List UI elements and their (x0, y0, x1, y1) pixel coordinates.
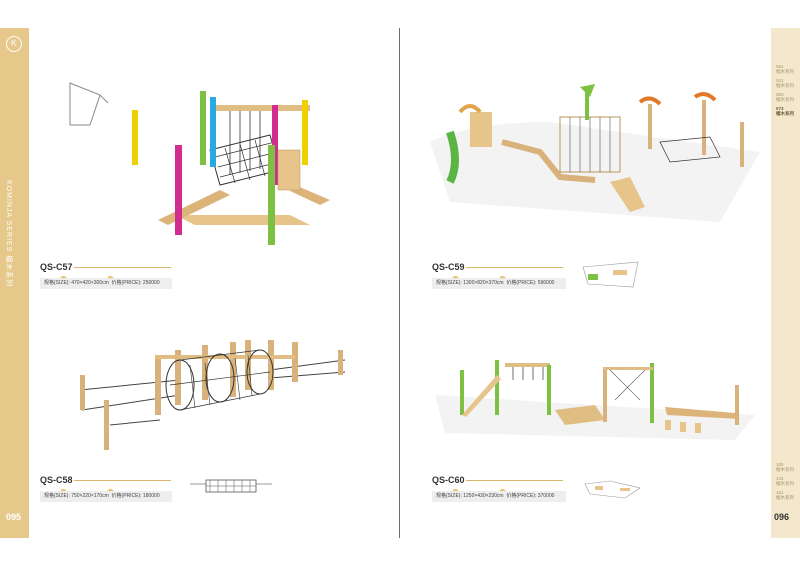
post-green (650, 363, 654, 423)
spec-icons (60, 483, 154, 496)
post-green (495, 360, 499, 415)
thumbnail-qs-c58 (190, 479, 272, 493)
crossbar (603, 367, 653, 370)
fence-panel (277, 149, 301, 191)
palm-top (693, 92, 717, 102)
stepping-stump (680, 422, 686, 432)
series-label: KOMINJA SERIES 榴木系列 (5, 180, 12, 288)
divider-line (466, 480, 563, 481)
thumbnail-sketch (69, 82, 109, 126)
palm-trunk (585, 90, 589, 120)
page-number-right: 096 (774, 512, 790, 522)
pencil-post-magenta (175, 145, 182, 235)
product-code: QS-C60 (432, 475, 465, 485)
thumbnail-qs-c59 (582, 261, 639, 288)
brand-logo-icon: K (6, 36, 22, 52)
pencil-post-green-2 (268, 145, 275, 245)
post (338, 350, 343, 375)
ladder (610, 177, 645, 212)
palm-top (638, 96, 662, 106)
product-code: QS-C58 (40, 475, 73, 485)
pencil-post-yellow-2 (302, 100, 308, 165)
thumbnail-qs-c60 (584, 480, 641, 499)
post (702, 100, 706, 155)
page-gutter (399, 28, 400, 538)
pencil-post-blue (210, 97, 216, 167)
post (202, 345, 208, 400)
top-rail (155, 355, 295, 359)
tower (470, 112, 492, 147)
spec-icons (452, 483, 546, 496)
right-page-sidebar (771, 28, 800, 538)
balance-beam (555, 405, 605, 425)
post (155, 355, 161, 415)
stepping-stump (665, 420, 671, 430)
spec-box: 规格(SIZE): 1250×430×230cm 价格(PRICE): 3700… (432, 491, 566, 502)
climbing-wall (462, 375, 501, 417)
spec-box: 规格(SIZE): 470×420×300cm 价格(PRICE): 25000… (40, 278, 172, 289)
post (292, 342, 298, 382)
wobble-bridge (665, 407, 740, 419)
post (648, 104, 652, 149)
post (175, 350, 181, 405)
post-green (547, 365, 551, 415)
divider-line (466, 267, 563, 268)
product-illustration-qs-c57 (69, 82, 330, 245)
bridge (501, 139, 596, 183)
post (735, 385, 739, 425)
product-code: QS-C59 (432, 262, 465, 272)
post (104, 400, 109, 450)
slide (446, 130, 459, 184)
spec-icons (452, 270, 546, 283)
post (268, 340, 274, 390)
left-page-sidebar (0, 28, 29, 538)
spec-box: 规格(SIZE): 750×220×170cm 价格(PRICE): 18000… (40, 491, 172, 502)
page-number-left: 095 (6, 512, 22, 522)
product-illustration-qs-c59 (430, 84, 760, 222)
post (603, 367, 607, 422)
spec-icons (60, 270, 154, 283)
monkey-bar-frame (505, 363, 550, 367)
product-code: QS-C57 (40, 262, 73, 272)
divider-line (74, 480, 171, 481)
spec-box: 规格(SIZE): 1300×820×370cm 价格(PRICE): 5960… (432, 278, 566, 289)
product-illustration-qs-c58 (79, 340, 346, 450)
net (659, 136, 721, 163)
crossbar (215, 105, 310, 111)
post (740, 122, 744, 167)
product-illustration-qs-c60 (435, 360, 755, 440)
palm-top (458, 104, 482, 114)
pencil-post-yellow (132, 110, 138, 165)
post-green (460, 370, 464, 415)
tunnel-ring (205, 353, 235, 403)
stepping-stump (695, 423, 701, 433)
divider-line (74, 267, 171, 268)
post (80, 375, 85, 410)
palm-leaves (580, 84, 595, 97)
platform (175, 215, 310, 225)
pencil-post-green (200, 91, 206, 165)
